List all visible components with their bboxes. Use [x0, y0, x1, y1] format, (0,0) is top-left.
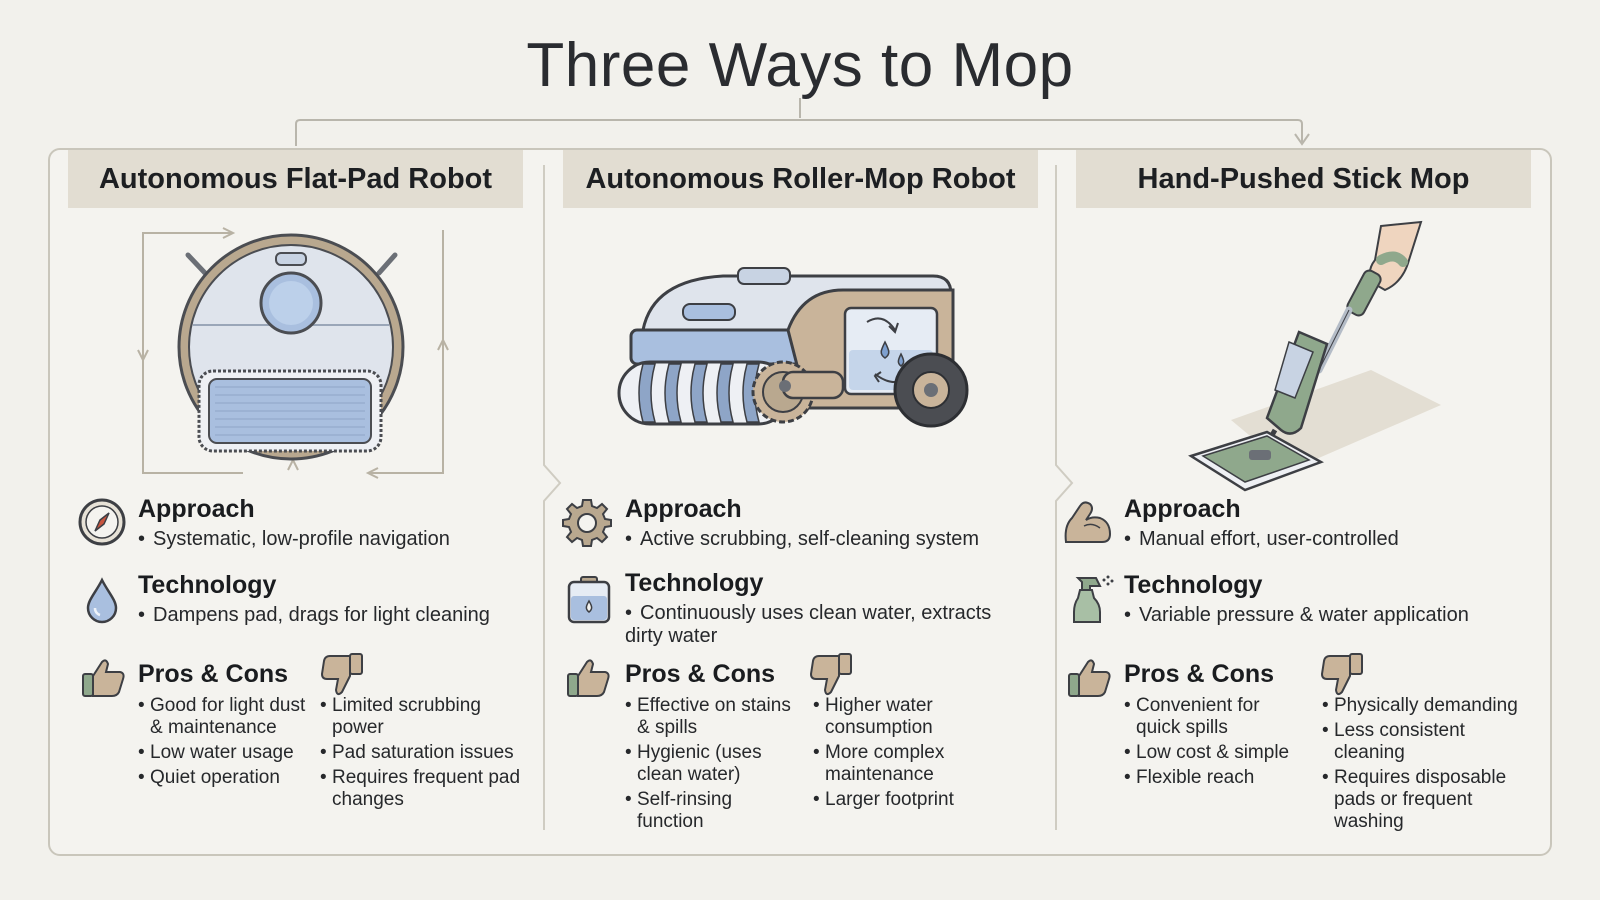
- pros-list: Effective on stains & spills Hygienic (u…: [625, 695, 803, 836]
- column-header: Autonomous Roller-Mop Robot: [563, 150, 1038, 208]
- con-item: Requires disposable pads or frequent was…: [1322, 767, 1532, 833]
- cons-list: Physically demanding Less consistent cle…: [1322, 695, 1532, 836]
- pro-item: Low water usage: [138, 742, 313, 764]
- technology-title: Technology: [625, 569, 764, 597]
- con-item: Less consistent cleaning: [1322, 720, 1532, 764]
- con-item: Higher water consumption: [813, 695, 983, 739]
- spray-bottle-icon: [1073, 575, 1114, 623]
- pros-cons-title: Pros & Cons: [1124, 660, 1275, 688]
- column-stick-mop: Hand-Pushed Stick Mop Approach •Manual e…: [1064, 150, 1532, 850]
- roller-mop-robot-illustration: [617, 267, 969, 428]
- cons-list: Higher water consumption More complex ma…: [813, 695, 983, 814]
- pros-cons-title: Pros & Cons: [625, 660, 776, 688]
- water-tank-icon: [567, 576, 611, 624]
- column-divider: [543, 165, 562, 830]
- approach-title: Approach: [625, 495, 742, 523]
- column-roller-mop-robot: Autonomous Roller-Mop Robot: [562, 150, 1038, 850]
- con-item: Pad saturation issues: [320, 742, 520, 764]
- pro-item: Low cost & simple: [1124, 742, 1294, 764]
- approach-text: •Active scrubbing, self-cleaning system: [625, 528, 980, 550]
- pros-list: Good for light dust & maintenance Low wa…: [138, 695, 313, 792]
- gear-icon: [562, 499, 612, 547]
- pro-item: Flexible reach: [1124, 767, 1294, 789]
- con-item: More complex maintenance: [813, 742, 983, 786]
- pro-item: Quiet operation: [138, 767, 313, 789]
- technology-text: •Dampens pad, drags for light cleaning: [138, 604, 490, 626]
- con-item: Larger footprint: [813, 789, 983, 811]
- thumbs-up-icon: [1068, 659, 1111, 697]
- flexed-arm-icon: [1064, 501, 1112, 543]
- thumbs-up-icon: [82, 659, 125, 697]
- approach-text: •Systematic, low-profile navigation: [138, 528, 450, 550]
- pro-item: Good for light dust & maintenance: [138, 695, 313, 739]
- pros-cons-title: Pros & Cons: [138, 660, 289, 688]
- page-title: Three Ways to Mop: [526, 31, 1074, 100]
- cons-list: Limited scrubbing power Pad saturation i…: [320, 695, 520, 814]
- flat-pad-robot-illustration: [137, 227, 449, 479]
- approach-text: •Manual effort, user-controlled: [1124, 528, 1399, 550]
- con-item: Requires frequent pad changes: [320, 767, 520, 811]
- column-header: Hand-Pushed Stick Mop: [1076, 150, 1531, 208]
- water-drop-icon: [86, 577, 118, 624]
- technology-text: •Variable pressure & water application: [1124, 604, 1469, 626]
- column-header: Autonomous Flat-Pad Robot: [68, 150, 523, 208]
- approach-title: Approach: [138, 495, 255, 523]
- approach-title: Approach: [1124, 495, 1241, 523]
- thumbs-up-icon: [567, 659, 610, 697]
- pro-item: Hygienic (uses clean water): [625, 742, 803, 786]
- con-item: Limited scrubbing power: [320, 695, 520, 739]
- pro-item: Convenient for quick spills: [1124, 695, 1294, 739]
- pro-item: Self-rinsing function: [625, 789, 803, 833]
- technology-title: Technology: [138, 571, 277, 599]
- pro-item: Effective on stains & spills: [625, 695, 803, 739]
- column-divider: [1055, 165, 1074, 830]
- technology-text: •Continuously uses clean water, extracts…: [625, 602, 992, 647]
- con-item: Physically demanding: [1322, 695, 1532, 717]
- pros-list: Convenient for quick spills Low cost & s…: [1124, 695, 1294, 792]
- technology-title: Technology: [1124, 571, 1263, 599]
- column-flat-pad-robot: Autonomous Flat-Pad Robot: [68, 150, 523, 850]
- compass-icon: [78, 498, 126, 546]
- stick-mop-illustration: [1188, 220, 1441, 492]
